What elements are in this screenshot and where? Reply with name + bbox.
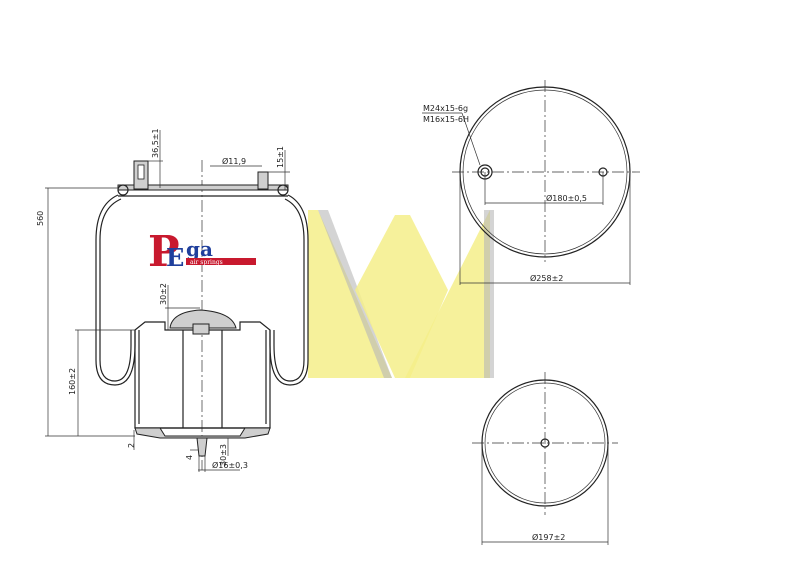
piston-height-label: 160±2 bbox=[68, 368, 77, 395]
thread-inner-label: M16x15-6H bbox=[423, 115, 469, 124]
base-diameter-label: Ø197±2 bbox=[532, 532, 565, 542]
base-gap-label: 2 bbox=[127, 443, 136, 448]
hole-diameter-label: Ø11,9 bbox=[222, 156, 246, 166]
pega-logo: P E ga air springs bbox=[148, 227, 256, 276]
watermark-logo bbox=[308, 210, 494, 378]
bottom-stud-offset-label: 4 bbox=[185, 455, 194, 460]
svg-text:P: P bbox=[148, 227, 180, 276]
stud-height-label: 36,5±1 bbox=[151, 128, 160, 158]
plate-diameter-label: Ø258±2 bbox=[530, 273, 563, 283]
top-view: Ø180±0,5 Ø258±2 M24x15-6g M16x15-6H bbox=[422, 80, 640, 285]
thread-outer-label: M24x15-6g bbox=[423, 104, 468, 113]
hole-depth-label: 15±1 bbox=[276, 146, 285, 168]
bottom-stud-length-label: 30±3 bbox=[219, 444, 228, 466]
bumper-height-label: 30±2 bbox=[159, 283, 168, 305]
bottom-stud-diameter-label: Ø16±0,3 bbox=[212, 460, 248, 470]
overall-height-label: 560 bbox=[36, 211, 45, 226]
svg-text:ga: ga bbox=[186, 237, 213, 261]
bottom-view: Ø197±2 bbox=[472, 372, 618, 545]
logo-tagline: air springs bbox=[190, 259, 223, 266]
side-view: 560 160±2 36,5±1 Ø11,9 15±1 30±2 2 4 30±… bbox=[36, 128, 309, 472]
svg-text:E: E bbox=[166, 243, 184, 272]
bolt-circle-label: Ø180±0,5 bbox=[546, 193, 587, 203]
